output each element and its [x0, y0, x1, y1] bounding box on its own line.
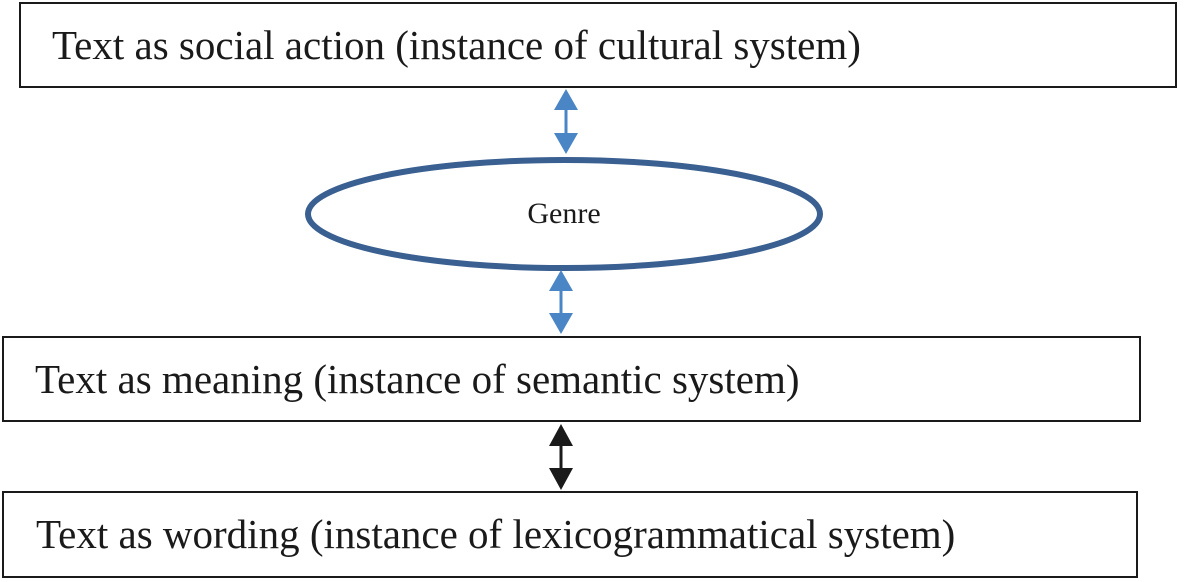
arrow-top-to-genre — [554, 89, 578, 154]
arrow-head-up-icon — [549, 270, 573, 291]
social-action-text: Text as social action (instance of cultu… — [52, 21, 861, 68]
arrow-genre-to-middle — [549, 270, 573, 334]
genre-ellipse — [305, 157, 823, 271]
arrow-head-down-icon — [549, 468, 573, 490]
arrow-head-up-icon — [549, 424, 573, 446]
wording-text: Text as wording (instance of lexicogramm… — [36, 511, 956, 557]
arrow-middle-to-bottom — [549, 424, 573, 490]
genre-label: Genre — [527, 197, 601, 230]
arrow-head-down-icon — [554, 133, 578, 154]
meaning-box: Text as meaning (instance of semantic sy… — [2, 336, 1141, 422]
arrow-head-up-icon — [554, 89, 578, 110]
social-action-box: Text as social action (instance of cultu… — [19, 2, 1177, 88]
meaning-text: Text as meaning (instance of semantic sy… — [35, 355, 800, 402]
arrow-head-down-icon — [549, 313, 573, 334]
wording-box: Text as wording (instance of lexicogramm… — [2, 491, 1138, 578]
